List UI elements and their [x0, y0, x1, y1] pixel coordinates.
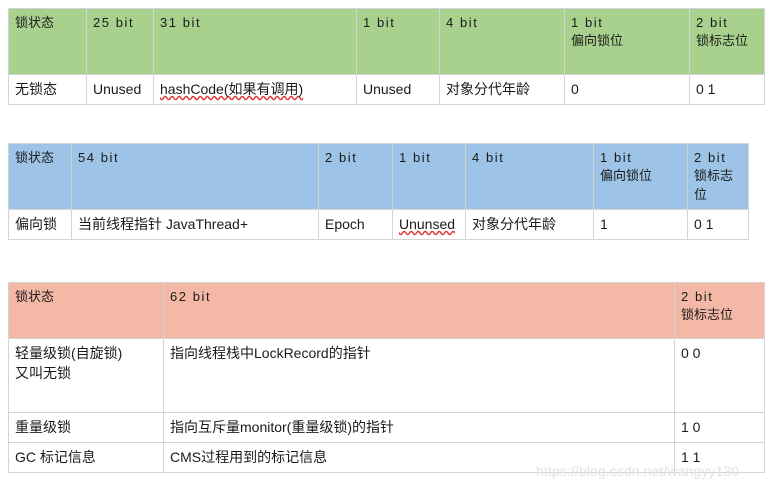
header-line-2: 偏向锁位: [600, 168, 653, 184]
table-header-row: 锁状态 25 bit 31 bit 1 bit 4 bit 1 bit 偏向锁位…: [8, 8, 765, 75]
header-line-1: 2 bit: [696, 15, 729, 30]
header-line-1: 锁状态: [15, 289, 55, 304]
cell-2bit-flag: 1 0: [674, 412, 765, 443]
header-cell-2bit-flag: 2 bit 锁标志位: [674, 282, 765, 339]
header-line-2: 锁标志位: [681, 307, 734, 323]
table-row: 轻量级锁(自旋锁) 又叫无锁 指向线程栈中LockRecord的指针 0 0: [8, 338, 765, 413]
cell-62bit: 指向线程栈中LockRecord的指针: [163, 338, 675, 413]
table-row: 无锁态 Unused hashCode(如果有调用) Unused 对象分代年龄…: [8, 74, 765, 105]
header-line-1: 62 bit: [170, 289, 212, 304]
no-lock-table: 锁状态 25 bit 31 bit 1 bit 4 bit 1 bit 偏向锁位…: [8, 8, 765, 105]
header-line-1: 1 bit: [571, 15, 604, 30]
cell-31bit: hashCode(如果有调用): [153, 74, 357, 105]
header-line-1: 锁状态: [15, 15, 55, 30]
header-line-1: 2 bit: [325, 150, 358, 165]
cell-2bit-epoch: Epoch: [318, 209, 393, 240]
cell-lock-state: GC 标记信息: [8, 441, 164, 473]
cell-lock-state: 重量级锁: [8, 412, 164, 443]
header-line-1: 31 bit: [160, 15, 202, 30]
header-cell-1bit-biased: 1 bit 偏向锁位: [593, 143, 688, 210]
cell-4bit-age: 对象分代年龄: [465, 209, 594, 240]
cell-54bit: 当前线程指针 JavaThread+: [71, 209, 319, 240]
header-cell-62bit: 62 bit: [163, 282, 675, 339]
cell-62bit: CMS过程用到的标记信息: [163, 441, 675, 473]
header-cell-2bit-flag: 2 bit 锁标志位: [689, 8, 765, 75]
table-header-row: 锁状态 54 bit 2 bit 1 bit 4 bit 1 bit 偏向锁位 …: [8, 143, 749, 210]
heavy-lock-table: 锁状态 62 bit 2 bit 锁标志位 轻量级锁(自旋锁) 又叫无锁 指向线…: [8, 282, 765, 473]
cell-lock-state: 轻量级锁(自旋锁) 又叫无锁: [8, 338, 164, 413]
cell-lock-state: 无锁态: [8, 74, 87, 105]
table-header-row: 锁状态 62 bit 2 bit 锁标志位: [8, 282, 765, 339]
header-cell-1bit-unused: 1 bit: [392, 143, 466, 210]
header-line-1: 25 bit: [93, 15, 135, 30]
cell-2bit-flag: 0 1: [687, 209, 749, 240]
header-line-1: 锁状态: [15, 150, 55, 165]
header-cell-31bit: 31 bit: [153, 8, 357, 75]
header-cell-lock-state: 锁状态: [8, 282, 164, 339]
header-cell-4bit-age: 4 bit: [439, 8, 565, 75]
header-cell-1bit-biased: 1 bit 偏向锁位: [564, 8, 690, 75]
header-cell-2bit-epoch: 2 bit: [318, 143, 393, 210]
header-cell-4bit-age: 4 bit: [465, 143, 594, 210]
cell-lock-state: 偏向锁: [8, 209, 72, 240]
header-cell-25bit: 25 bit: [86, 8, 154, 75]
header-line-1: 4 bit: [446, 15, 479, 30]
cell-2bit-flag: 1 1: [674, 441, 765, 473]
header-line-2: 偏向锁位: [571, 33, 624, 49]
cell-2bit-flag: 0 0: [674, 338, 765, 413]
header-line-1: 2 bit: [681, 289, 714, 304]
header-cell-54bit: 54 bit: [71, 143, 319, 210]
header-cell-1bit-unused: 1 bit: [356, 8, 440, 75]
cell-2bit-flag: 0 1: [689, 74, 765, 105]
header-cell-lock-state: 锁状态: [8, 143, 72, 210]
cell-4bit-age: 对象分代年龄: [439, 74, 565, 105]
header-line-1: 1 bit: [600, 150, 633, 165]
header-line-2: 锁标志位: [694, 168, 734, 202]
cell-25bit: Unused: [86, 74, 154, 105]
cell-1bit-unused: Ununsed: [392, 209, 466, 240]
header-cell-lock-state: 锁状态: [8, 8, 87, 75]
header-line-1: 4 bit: [472, 150, 505, 165]
header-line-1: 2 bit: [694, 150, 727, 165]
table-row: 偏向锁 当前线程指针 JavaThread+ Epoch Ununsed 对象分…: [8, 209, 749, 240]
cell-31bit-text: hashCode(如果有调用): [160, 81, 304, 97]
header-line-1: 1 bit: [399, 150, 432, 165]
header-line-1: 54 bit: [78, 150, 120, 165]
header-cell-2bit-flag: 2 bit 锁标志位: [687, 143, 749, 210]
cell-1bit-unused-text: Ununsed: [399, 216, 456, 232]
cell-1bit-unused: Unused: [356, 74, 440, 105]
cell-1bit-biased: 0: [564, 74, 690, 105]
biased-lock-table: 锁状态 54 bit 2 bit 1 bit 4 bit 1 bit 偏向锁位 …: [8, 143, 749, 240]
table-row: 重量级锁 指向互斥量monitor(重量级锁)的指针 1 0: [8, 412, 765, 443]
cell-62bit: 指向互斥量monitor(重量级锁)的指针: [163, 412, 675, 443]
header-line-2: 锁标志位: [696, 33, 749, 49]
table-row: GC 标记信息 CMS过程用到的标记信息 1 1: [8, 441, 765, 473]
header-line-1: 1 bit: [363, 15, 396, 30]
cell-1bit-biased: 1: [593, 209, 688, 240]
